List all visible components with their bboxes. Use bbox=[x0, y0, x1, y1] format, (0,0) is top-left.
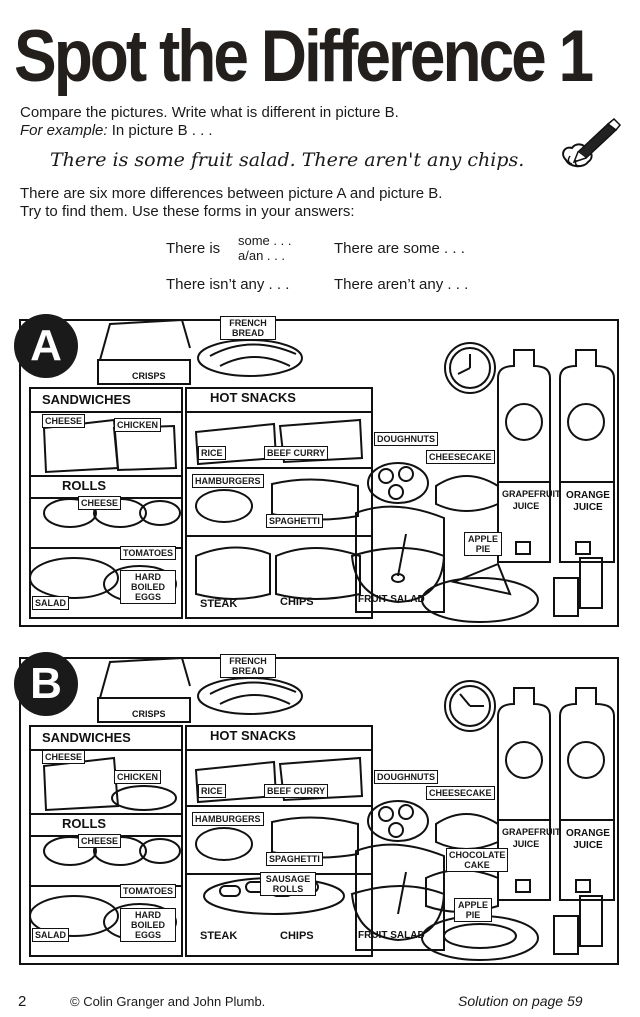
label-crisps: CRISPS bbox=[132, 371, 166, 381]
label-chicken: CHICKEN bbox=[114, 418, 162, 432]
form-there-isnt: There isn’t any . . . bbox=[166, 276, 290, 293]
example-rest: In picture B . . . bbox=[107, 122, 213, 139]
label-grapefruit-juice: GRAPEFRUIT JUICE bbox=[502, 489, 561, 511]
label-cheese: CHEESE bbox=[42, 414, 86, 428]
page-title: Spot the Difference 1 bbox=[14, 14, 594, 98]
page-number: 2 bbox=[18, 993, 27, 1010]
form-a-an: a/an . . . bbox=[238, 248, 285, 263]
form-there-are-some: There are some . . . bbox=[334, 240, 465, 257]
handwritten-example: There is some fruit salad. There aren't … bbox=[50, 149, 525, 171]
picture-a-badge: A bbox=[14, 314, 78, 378]
picture-a: A CRISPS FRENCH BREAD SANDWICHES HOT SNA… bbox=[14, 308, 624, 633]
label-cheese: CHEESE bbox=[42, 750, 86, 764]
label-crisps: CRISPS bbox=[132, 709, 166, 719]
label-steak: STEAK bbox=[200, 930, 238, 942]
label-sandwiches: SANDWICHES bbox=[42, 730, 131, 745]
label-hot-snacks: HOT SNACKS bbox=[210, 390, 296, 405]
label-sausage-rolls: SAUSAGE ROLLS bbox=[260, 872, 316, 896]
label-spaghetti: SPAGHETTI bbox=[266, 852, 323, 866]
instructions-line-2: Try to find them. Use these forms in you… bbox=[20, 203, 355, 220]
picture-b: B CRISPS FRENCH BREAD SANDWICHES HOT SNA… bbox=[14, 646, 624, 976]
label-steak: STEAK bbox=[200, 598, 238, 610]
label-hot-snacks: HOT SNACKS bbox=[210, 728, 296, 743]
label-rice: RICE bbox=[198, 784, 226, 798]
label-cheesecake: CHEESECAKE bbox=[426, 786, 495, 800]
label-hard-boiled-eggs: HARD BOILED EGGS bbox=[120, 570, 176, 604]
label-sandwiches: SANDWICHES bbox=[42, 392, 131, 407]
label-rice: RICE bbox=[198, 446, 226, 460]
example-label: For example: bbox=[20, 122, 108, 139]
picture-a-drawing bbox=[19, 318, 619, 627]
label-salad: SALAD bbox=[32, 928, 69, 942]
picture-b-badge: B bbox=[14, 652, 78, 716]
label-cheese-rolls: CHEESE bbox=[78, 834, 122, 848]
label-orange-juice: ORANGE JUICE bbox=[566, 490, 610, 513]
label-hamburgers: HAMBURGERS bbox=[192, 474, 264, 488]
label-chicken: CHICKEN bbox=[114, 770, 162, 784]
label-doughnuts: DOUGHNUTS bbox=[374, 770, 438, 784]
label-grapefruit-juice: GRAPEFRUIT JUICE bbox=[502, 827, 561, 849]
label-salad: SALAD bbox=[32, 596, 69, 610]
form-there-arent: There aren’t any . . . bbox=[334, 276, 469, 293]
label-french-bread: FRENCH BREAD bbox=[220, 316, 276, 340]
form-there-is: There is bbox=[166, 240, 221, 257]
picture-b-drawing bbox=[19, 656, 619, 965]
label-beef-curry: BEEF CURRY bbox=[264, 446, 329, 460]
label-chips: CHIPS bbox=[280, 596, 314, 608]
label-hard-boiled-eggs: HARD BOILED EGGS bbox=[120, 908, 176, 942]
solution-reference: Solution on page 59 bbox=[458, 993, 583, 1009]
label-french-bread: FRENCH BREAD bbox=[220, 654, 276, 678]
label-chips: CHIPS bbox=[280, 930, 314, 942]
label-cheesecake: CHEESECAKE bbox=[426, 450, 495, 464]
intro-line: Compare the pictures. Write what is diff… bbox=[20, 104, 399, 121]
label-fruit-salad: FRUIT SALAD bbox=[358, 930, 425, 941]
label-hamburgers: HAMBURGERS bbox=[192, 812, 264, 826]
label-fruit-salad: FRUIT SALAD bbox=[358, 594, 425, 605]
form-some: some . . . bbox=[238, 233, 292, 248]
label-apple-pie: APPLE PIE bbox=[464, 532, 502, 556]
pencil-hand-icon bbox=[562, 117, 622, 168]
label-chocolate-cake: CHOCOLATE CAKE bbox=[446, 848, 508, 872]
copyright: © Colin Granger and John Plumb. bbox=[70, 994, 266, 1009]
label-rolls: ROLLS bbox=[62, 478, 107, 493]
label-rolls: ROLLS bbox=[62, 816, 107, 831]
example-line: For example: In picture B . . . bbox=[20, 122, 213, 139]
instructions-line-1: There are six more differences between p… bbox=[20, 185, 443, 202]
label-apple-pie: APPLE PIE bbox=[454, 898, 492, 922]
label-orange-juice: ORANGE JUICE bbox=[566, 828, 610, 851]
label-doughnuts: DOUGHNUTS bbox=[374, 432, 438, 446]
label-beef-curry: BEEF CURRY bbox=[264, 784, 329, 798]
label-spaghetti: SPAGHETTI bbox=[266, 514, 323, 528]
label-tomatoes: TOMATOES bbox=[120, 884, 177, 898]
label-tomatoes: TOMATOES bbox=[120, 546, 177, 560]
label-cheese-rolls: CHEESE bbox=[78, 496, 122, 510]
